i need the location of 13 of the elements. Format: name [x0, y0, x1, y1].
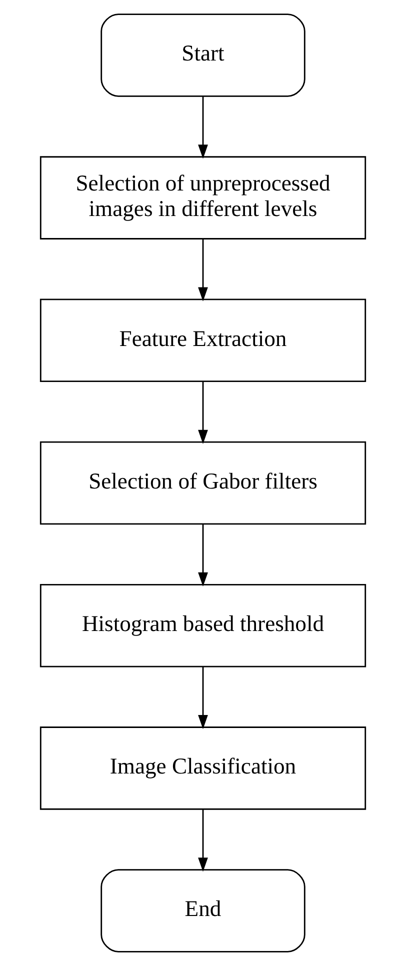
arrow — [198, 524, 208, 587]
node-box: End — [100, 869, 305, 952]
arrow — [198, 809, 208, 872]
arrow — [198, 666, 208, 730]
arrow — [198, 238, 208, 302]
node-box: Image Classification — [39, 726, 366, 810]
arrow — [198, 96, 208, 159]
node-box: Selection of Gabor filters — [39, 441, 366, 525]
node-box: Feature Extraction — [39, 298, 366, 382]
node-box: Histogram based threshold — [39, 584, 366, 668]
arrow — [198, 382, 208, 444]
node-box: Selection of unpreprocessed images in different levels — [39, 156, 366, 240]
node-box: Start — [100, 14, 305, 97]
